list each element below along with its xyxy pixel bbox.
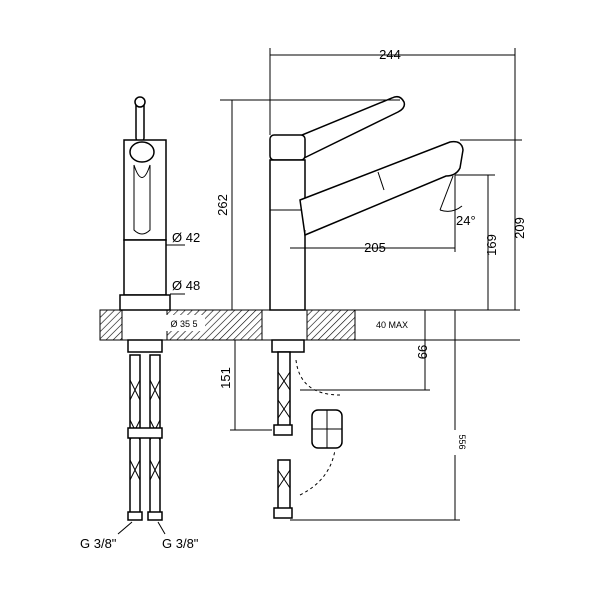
- faucet-front-view: [269, 95, 464, 519]
- dimension-lines: [220, 48, 522, 521]
- outlet-height-label: 169: [484, 234, 499, 256]
- below-deck-body-label: 151: [218, 367, 233, 389]
- connection-label-1: G 3/8": [80, 536, 117, 551]
- hose-length-label: 556: [457, 434, 467, 449]
- spout-reach-label: 205: [364, 240, 386, 255]
- angle-label: 24°: [456, 213, 476, 228]
- countertop: [99, 309, 520, 341]
- diameter-base-label: Ø 48: [172, 278, 200, 293]
- width-total-label: 244: [379, 47, 401, 62]
- connection-label-2: G 3/8": [162, 536, 199, 551]
- faucet-side-view: [117, 96, 185, 535]
- diameter-body-label: Ø 42: [172, 230, 200, 245]
- below-deck-short-label: 99: [415, 345, 430, 359]
- height-total-label: 262: [215, 194, 230, 216]
- deck-thickness-label: 40 MAX: [376, 320, 408, 330]
- spout-height-label: 209: [512, 217, 527, 239]
- hole-diameter-label: Ø 35 5: [170, 319, 197, 329]
